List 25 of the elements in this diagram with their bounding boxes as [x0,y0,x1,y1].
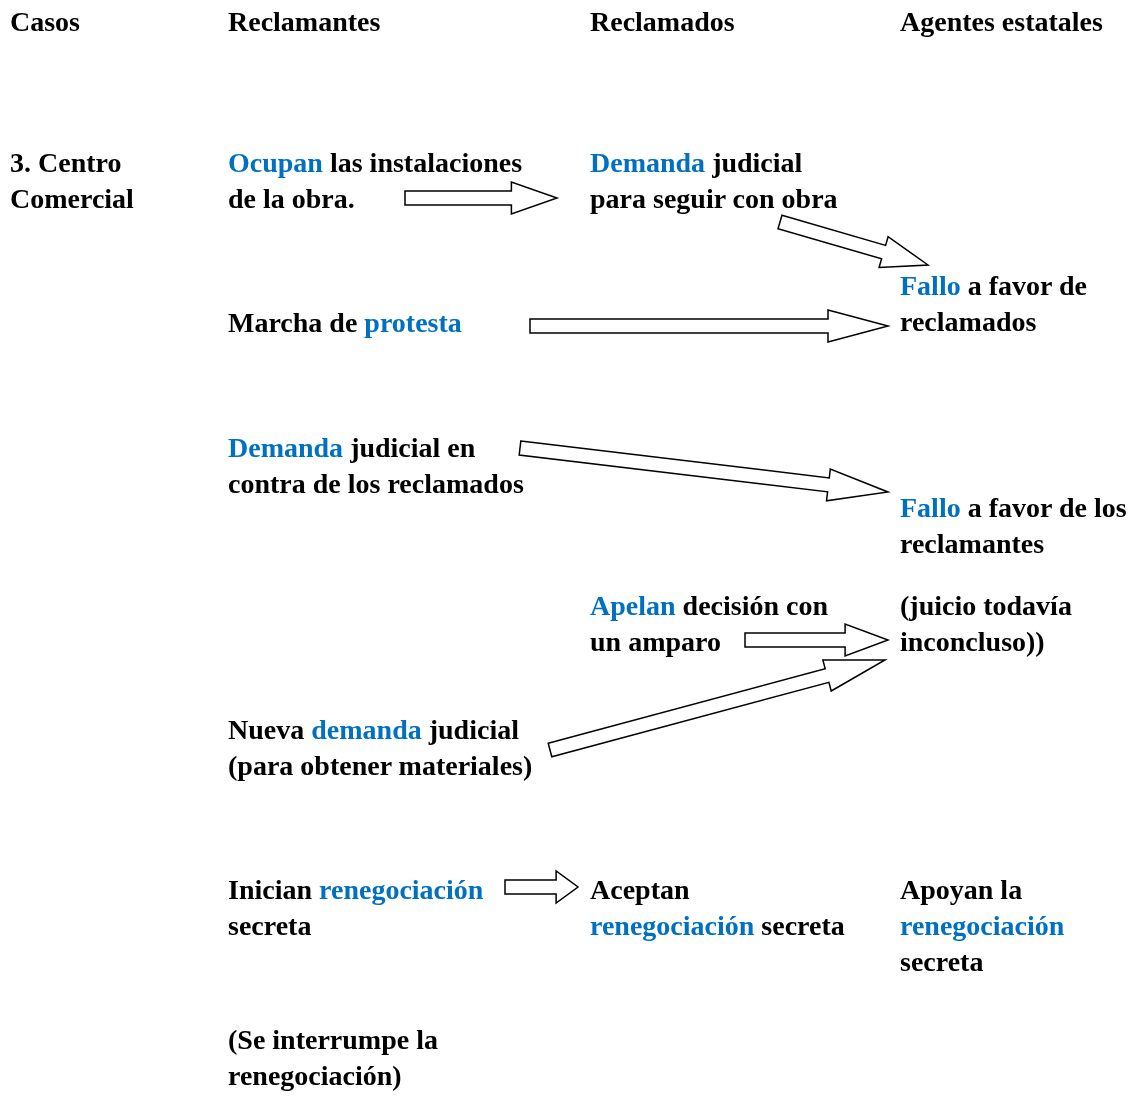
event-text: Fallo a favor de reclamados [900,268,1130,340]
block-arrow [404,180,560,216]
event-text: (Se interrumpe la renegociación) [228,1022,488,1094]
column-header: Reclamados [590,5,736,39]
column-header: Casos [10,5,81,39]
block-arrow [518,440,891,502]
event-text: (juicio todavía inconcluso)) [900,588,1120,660]
event-text: Demanda judicial en contra de los reclamados [228,430,528,502]
column-header: Reclamantes [228,5,382,39]
block-arrow [504,869,580,905]
event-text: Nueva demanda judicial (para obtener materiales) [228,712,558,784]
event-text: Apelan decisión con un amparo [590,588,855,660]
event-text: Ocupan las instalaciones de la obra. [228,145,548,217]
block-arrow [744,622,891,658]
event-text: Fallo a favor de los reclamantes [900,490,1143,562]
case-title: 3. Centro Comercial [10,146,135,216]
event-text: Marcha de protesta [228,305,488,341]
event-text: Demanda judicial para seguir con obra [590,145,860,217]
block-arrow [777,214,931,269]
event-text: Apoyan la renegociación secreta [900,872,1100,980]
event-text: Inician renegociación secreta [228,872,503,944]
block-arrow [529,309,891,343]
column-header: Agentes estatales [900,5,1104,39]
event-text: Aceptan renegociación secreta [590,872,860,944]
block-arrow [547,659,888,758]
